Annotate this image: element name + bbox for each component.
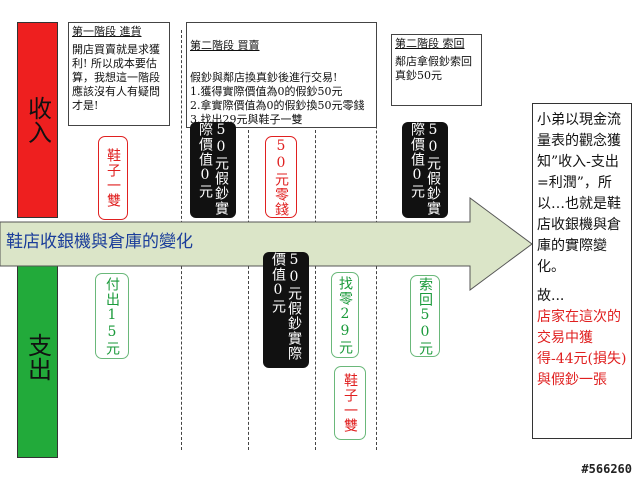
fake-note-returned-card: 50元假鈔實際價值0元 bbox=[402, 122, 448, 218]
pay-out-card: 付出15元 bbox=[95, 273, 129, 359]
change-income-card: 50元零錢 bbox=[265, 136, 297, 218]
stage-3-header: 第二階段 索回 bbox=[395, 37, 465, 50]
stage-1-header: 第一階段 進貨 bbox=[72, 25, 142, 38]
stage-1-body: 開店買賣就是求獲利! 所以成本要估算，我想這一階段應該沒有人有疑問才是! bbox=[72, 43, 160, 112]
explanation-so: 故... bbox=[537, 288, 565, 304]
return-out-card: 索回50元 bbox=[410, 275, 440, 357]
fake-note-income-card: 50元假鈔實際價值0元 bbox=[190, 122, 236, 218]
explanation-conclusion: 店家在這次的交易中獲得-44元(損失)與假鈔一張 bbox=[537, 309, 627, 388]
big-arrow bbox=[0, 197, 533, 291]
change-out-card: 找零29元 bbox=[331, 272, 359, 358]
shoe-income-card: 鞋子一雙 bbox=[98, 136, 128, 220]
expense-bar: 支出 bbox=[17, 255, 58, 458]
image-id-watermark: #566260 bbox=[581, 462, 632, 476]
explanation-box: 小弟以現金流量表的觀念獲知”收入-支出=利潤”，所以…也就是鞋店收銀機與倉庫的實… bbox=[532, 103, 632, 439]
shoe-out-card: 鞋子一雙 bbox=[334, 366, 366, 440]
divider-line-3 bbox=[315, 125, 316, 450]
income-bar: 收入 bbox=[17, 22, 58, 218]
arrow-label: 鞋店收銀機與倉庫的變化 bbox=[6, 232, 193, 252]
divider-line-2 bbox=[248, 125, 249, 450]
stage-2-body: 假鈔與鄰店換真鈔後進行交易! 1.獲得實際價值為0的假鈔50元 2.拿實際價值為… bbox=[190, 71, 365, 126]
stage-2-note: 第二階段 買賣 假鈔與鄰店換真鈔後進行交易! 1.獲得實際價值為0的假鈔50元 … bbox=[186, 22, 377, 128]
stage-1-note: 第一階段 進貨 開店買賣就是求獲利! 所以成本要估算，我想這一階段應該沒有人有疑… bbox=[68, 22, 170, 126]
expense-label: 支出 bbox=[23, 332, 52, 381]
income-label: 收入 bbox=[23, 96, 52, 144]
stage-3-note: 第二階段 索回 鄰店拿假鈔索回真鈔50元 bbox=[391, 34, 482, 106]
stage-3-body: 鄰店拿假鈔索回真鈔50元 bbox=[395, 55, 472, 82]
stage-2-header: 第二階段 買賣 bbox=[190, 39, 260, 52]
explanation-intro: 小弟以現金流量表的觀念獲知”收入-支出=利潤”，所以…也就是鞋店收銀機與倉庫的實… bbox=[537, 112, 621, 275]
fake-note-expense-card: 50元假鈔實際價值0元 bbox=[263, 252, 309, 368]
